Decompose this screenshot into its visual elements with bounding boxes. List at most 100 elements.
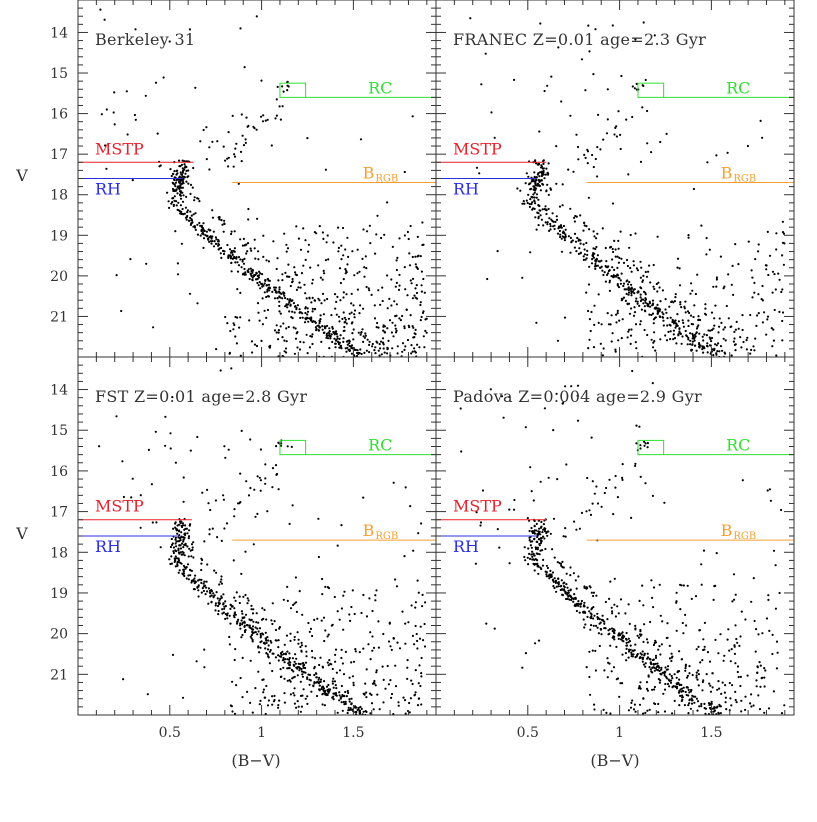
star-point	[542, 523, 546, 526]
star-point	[238, 601, 241, 605]
star-point	[593, 304, 596, 307]
star-point	[614, 248, 617, 251]
star-point	[681, 319, 684, 322]
star-point	[628, 312, 632, 315]
star-point	[644, 301, 647, 304]
star-point	[537, 538, 541, 541]
star-point	[469, 17, 472, 20]
star-point	[597, 293, 600, 296]
star-point	[713, 585, 716, 588]
star-point	[534, 546, 537, 549]
star-point	[411, 634, 414, 638]
star-point	[621, 478, 624, 481]
star-point	[572, 170, 575, 173]
star-point	[545, 189, 548, 192]
star-point	[757, 293, 760, 296]
star-point	[401, 342, 405, 345]
star-point	[729, 325, 732, 329]
star-point	[417, 697, 420, 700]
star-point	[596, 146, 599, 149]
star-point	[182, 169, 185, 172]
star-point	[414, 669, 417, 672]
star-point	[344, 700, 347, 704]
rc-box	[637, 439, 665, 456]
star-point	[564, 236, 567, 239]
star-point	[188, 292, 192, 295]
star-point	[358, 270, 361, 273]
star-point	[733, 330, 736, 333]
star-point	[341, 317, 344, 320]
star-point	[232, 559, 235, 562]
star-point	[350, 346, 353, 350]
star-point	[702, 351, 705, 354]
star-point	[674, 296, 677, 299]
star-point	[279, 668, 282, 671]
star-point	[646, 446, 649, 449]
star-point	[321, 278, 324, 281]
star-point	[420, 675, 423, 678]
star-point	[747, 240, 750, 243]
star-point	[628, 246, 631, 249]
star-point	[580, 599, 584, 603]
star-point	[535, 522, 538, 526]
star-point	[258, 627, 262, 630]
star-point	[306, 695, 309, 698]
star-point	[220, 256, 223, 259]
star-point	[155, 521, 158, 524]
star-point	[172, 551, 175, 555]
star-point	[776, 651, 779, 654]
star-point	[666, 317, 669, 320]
star-point	[724, 696, 728, 699]
star-point	[714, 706, 718, 709]
star-point	[359, 348, 362, 351]
star-point	[267, 295, 271, 298]
star-point	[236, 270, 240, 273]
star-point	[620, 632, 623, 635]
star-point	[318, 225, 321, 228]
star-point	[268, 662, 271, 665]
star-point	[281, 336, 284, 339]
star-point	[649, 281, 652, 284]
star-point	[619, 133, 622, 136]
star-point	[250, 637, 253, 640]
star-point	[421, 593, 424, 597]
star-point	[172, 527, 175, 530]
star-point	[241, 656, 244, 660]
star-point	[565, 572, 568, 575]
star-point	[193, 577, 196, 580]
star-point	[410, 604, 413, 607]
star-point	[284, 296, 287, 300]
star-point	[542, 167, 545, 170]
star-point	[341, 694, 344, 697]
star-point	[698, 342, 701, 346]
star-point	[750, 705, 753, 708]
star-point	[532, 552, 535, 555]
star-point	[214, 236, 217, 239]
star-point	[278, 310, 281, 313]
star-point	[282, 666, 285, 669]
star-point	[360, 352, 363, 356]
star-point	[533, 191, 536, 194]
star-point	[651, 346, 655, 349]
star-point	[757, 243, 760, 246]
star-point	[417, 682, 420, 685]
star-point	[254, 515, 257, 518]
star-point	[737, 327, 740, 330]
star-point	[206, 563, 209, 566]
star-point	[268, 650, 272, 653]
star-point	[360, 611, 363, 615]
star-point	[611, 247, 614, 251]
star-point	[208, 533, 211, 536]
star-point	[318, 319, 321, 322]
star-point	[193, 588, 196, 591]
star-point	[569, 236, 573, 239]
star-point	[723, 654, 726, 657]
star-points	[99, 8, 428, 357]
star-points	[459, 369, 786, 715]
star-point	[540, 166, 543, 169]
star-point	[646, 689, 650, 692]
star-point	[319, 326, 322, 329]
star-point	[261, 607, 264, 610]
star-point	[322, 313, 325, 316]
star-point	[254, 687, 257, 690]
